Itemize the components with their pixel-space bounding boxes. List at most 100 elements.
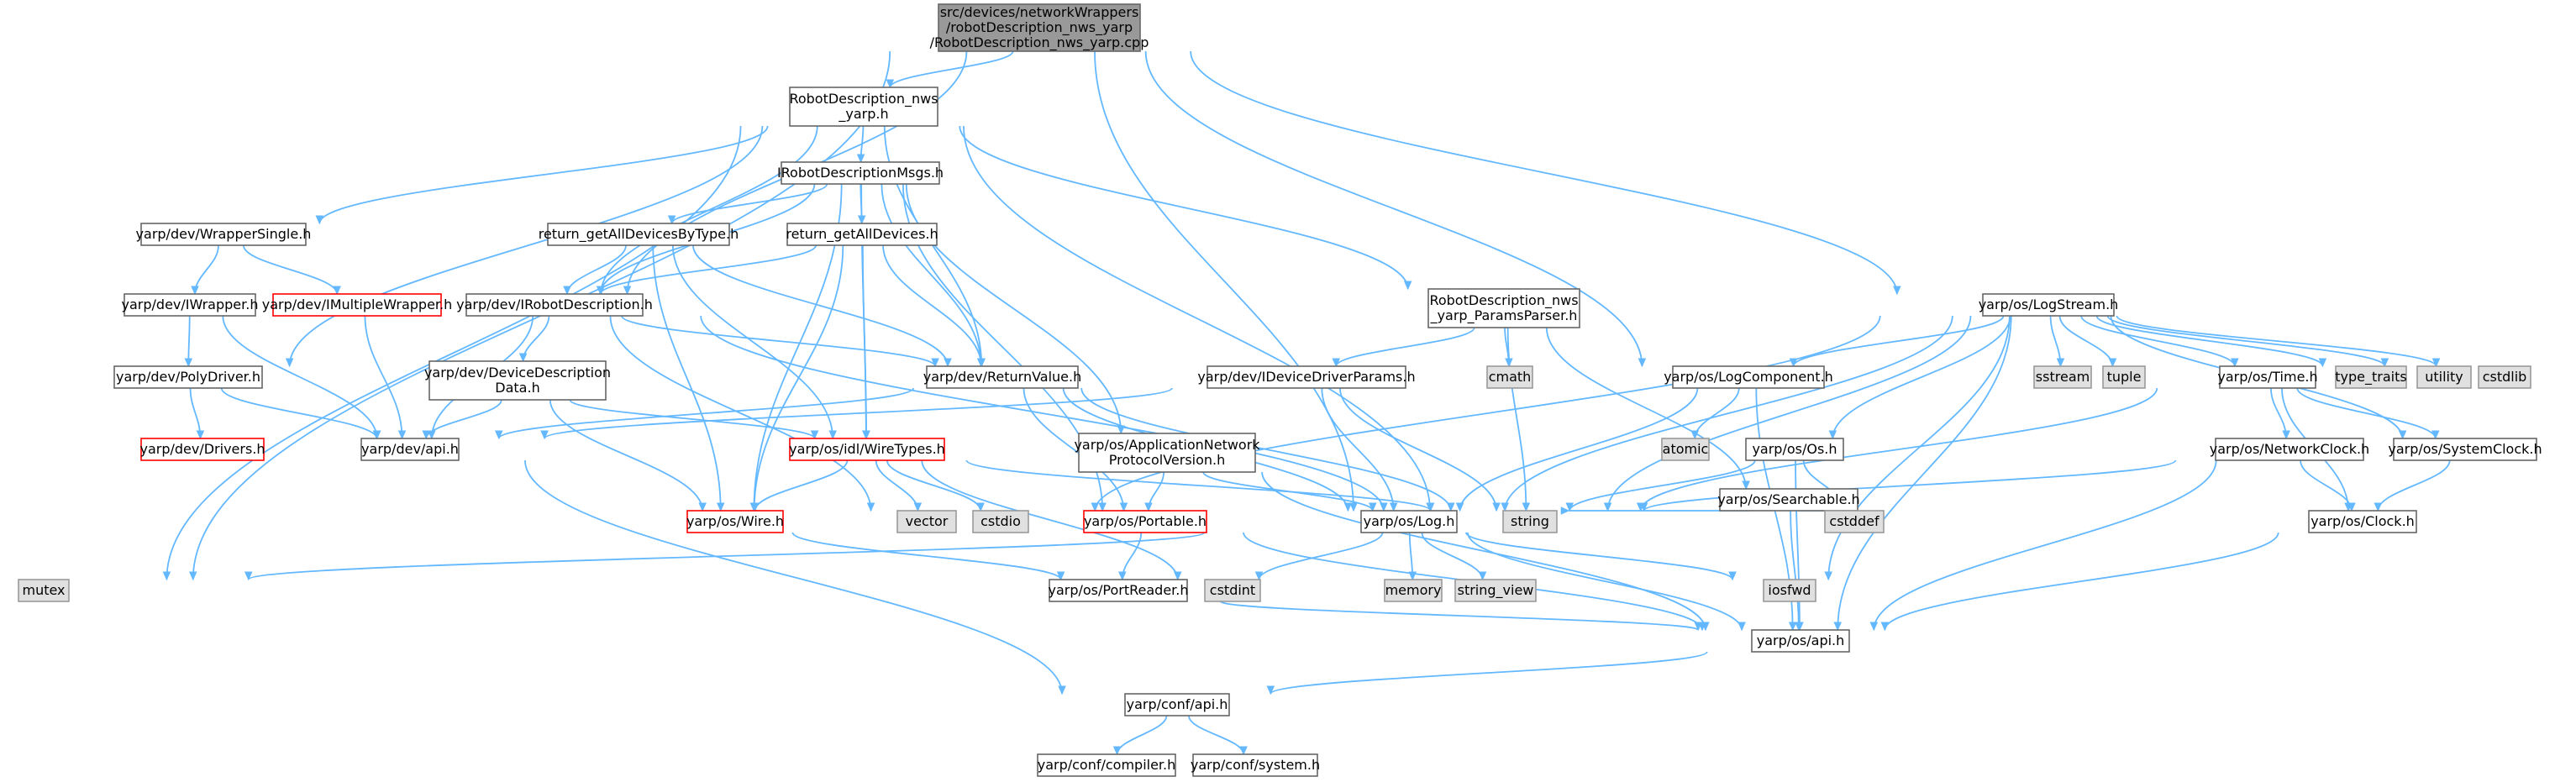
node-label: yarp/dev/api.h [361, 441, 459, 457]
edge-arrowhead [2108, 358, 2117, 368]
node-label: sstream [2036, 369, 2090, 385]
node-vector[interactable]: vector [896, 510, 957, 533]
node-appnet[interactable]: yarp/os/ApplicationNetworkProtocolVersio… [1074, 433, 1260, 473]
edge-irdmsgs-to-returnvalue [881, 183, 986, 368]
node-logcomp[interactable]: yarp/os/LogComponent.h [1664, 365, 1833, 389]
edge-arrowhead [1869, 622, 1879, 632]
node-label: yarp/conf/api.h [1127, 696, 1228, 712]
edge-paramsparser-to-idevparams [1332, 327, 1475, 368]
node-iwrapper[interactable]: yarp/dev/IWrapper.h [122, 293, 259, 317]
edge-arrowhead [1098, 502, 1107, 512]
node-retall[interactable]: return_getAllDevices.h [786, 223, 938, 246]
node-box [1360, 510, 1458, 533]
node-sstream[interactable]: sstream [2033, 365, 2092, 389]
node-osapi[interactable]: yarp/os/api.h [1751, 629, 1850, 653]
node-utility[interactable]: utility [2416, 365, 2472, 389]
edge-idevparams-to-string [1339, 387, 1501, 512]
node-label: yarp/os/ApplicationNetwork [1074, 437, 1260, 453]
node-wiretypes[interactable]: yarp/os/idl/WireTypes.h [789, 438, 945, 461]
node-box [1207, 365, 1406, 389]
node-iosfwd[interactable]: iosfwd [1763, 579, 1816, 602]
node-cstdlib[interactable]: cstdlib [2478, 365, 2531, 389]
node-portable[interactable]: yarp/os/Portable.h [1083, 510, 1207, 533]
node-memory[interactable]: memory [1384, 579, 1443, 602]
node-imultwrap[interactable]: yarp/dev/IMultipleWrapper.h [262, 293, 453, 317]
edge-arrowhead [494, 430, 503, 440]
node-label: cmath [1489, 369, 1532, 385]
edge-log-to-osapi [1467, 532, 1746, 632]
edge-arrowhead [333, 286, 341, 296]
edge-rdnws-to-wrapsingle [315, 125, 769, 225]
edge-irobotdesc-to-vector [609, 315, 875, 512]
node-label: src/devices/networkWrappers [940, 4, 1139, 20]
node-osos[interactable]: yarp/os/Os.h [1745, 438, 1844, 461]
node-portreader[interactable]: yarp/os/PortReader.h [1048, 579, 1189, 602]
node-cstdint[interactable]: cstdint [1204, 579, 1261, 602]
edge-root-to-logcomp [1144, 50, 1647, 368]
edge-arrowhead [1880, 622, 1890, 632]
node-idevparams[interactable]: yarp/dev/IDeviceDriverParams.h [1197, 365, 1416, 389]
node-box [1049, 579, 1188, 602]
node-tuple[interactable]: tuple [2102, 365, 2146, 389]
node-string[interactable]: string [1502, 510, 1558, 533]
node-ostime[interactable]: yarp/os/Time.h [2217, 365, 2318, 389]
edge-logstream-to-tuple [2058, 315, 2117, 368]
node-label: yarp/os/LogStream.h [1979, 297, 2119, 312]
node-label: /RobotDescription_nws_yarp.cpp [930, 34, 1149, 51]
edge-arrowhead [1501, 502, 1509, 512]
node-wire[interactable]: yarp/os/Wire.h [686, 510, 784, 533]
edge-wiretypes-to-vector [875, 459, 923, 512]
edge-logstream-to-osapi [1833, 315, 2012, 632]
node-typetraits[interactable]: type_traits [2335, 365, 2407, 389]
node-clock[interactable]: yarp/os/Clock.h [2308, 510, 2417, 533]
node-drivers[interactable]: yarp/dev/Drivers.h [139, 438, 265, 461]
edge-arrowhead [422, 430, 430, 440]
edge-arrowhead [1737, 622, 1746, 632]
node-label: cstdlib [2483, 369, 2527, 385]
node-sysclock[interactable]: yarp/os/SystemClock.h [2388, 438, 2542, 461]
node-irobotdesc[interactable]: yarp/dev/IRobotDescription.h [456, 293, 653, 317]
node-irdmsgs[interactable]: IRobotDescriptionMsgs.h [777, 161, 944, 185]
node-cmath[interactable]: cmath [1486, 365, 1533, 389]
edge-arrowhead [1332, 358, 1341, 368]
node-cstdio[interactable]: cstdio [972, 510, 1029, 533]
node-searchable[interactable]: yarp/os/Searchable.h [1717, 488, 1860, 512]
edge-arrowhead [1522, 502, 1531, 512]
node-netclock[interactable]: yarp/os/NetworkClock.h [2210, 438, 2369, 461]
node-cstddef[interactable]: cstddef [1824, 510, 1885, 533]
node-box [786, 223, 938, 246]
node-label: yarp/os/idl/WireTypes.h [789, 441, 945, 457]
edge-arrowhead [1369, 502, 1377, 512]
node-returnvalue[interactable]: yarp/dev/ReturnValue.h [923, 365, 1082, 389]
node-box [18, 579, 70, 602]
node-log[interactable]: yarp/os/Log.h [1360, 510, 1458, 533]
node-rdnws[interactable]: RobotDescription_nws_yarp.h [789, 87, 938, 127]
edge-sysclock-to-clock [2374, 459, 2451, 512]
edge-arrowhead [931, 358, 939, 368]
edge-paramsparser-to-searchable [1545, 327, 1750, 491]
node-devapi[interactable]: yarp/dev/api.h [360, 438, 460, 461]
node-confapi[interactable]: yarp/conf/api.h [1124, 693, 1230, 716]
edge-arrowhead [188, 571, 197, 581]
node-retbytype[interactable]: return_getAllDevicesByType.h [539, 223, 739, 246]
node-system[interactable]: yarp/conf/system.h [1191, 753, 1320, 777]
node-stringview[interactable]: string_view [1454, 579, 1537, 602]
node-logstream[interactable]: yarp/os/LogStream.h [1979, 293, 2119, 317]
node-wrapsingle[interactable]: yarp/dev/WrapperSingle.h [136, 223, 312, 246]
edge-irdmsgs-to-retbytype [667, 183, 828, 225]
node-polydriver[interactable]: yarp/dev/PolyDriver.h [113, 365, 263, 389]
edge-retbytype-to-irobotdesc [563, 244, 627, 296]
node-paramsparser[interactable]: RobotDescription_nws_yarp_ParamsParser.h [1427, 288, 1580, 328]
node-mutex[interactable]: mutex [18, 579, 70, 602]
node-root[interactable]: src/devices/networkWrappers/robotDescrip… [930, 3, 1149, 52]
edge-paramsparser-to-string [1506, 327, 1531, 512]
node-label: atomic [1663, 441, 1709, 457]
node-box [1763, 579, 1816, 602]
edge-arrowhead [1788, 622, 1797, 632]
node-atomic[interactable]: atomic [1661, 438, 1710, 461]
node-compiler[interactable]: yarp/conf/compiler.h [1037, 753, 1176, 777]
node-label: cstddef [1829, 513, 1879, 529]
node-box [272, 293, 442, 317]
node-box [1982, 293, 2115, 317]
